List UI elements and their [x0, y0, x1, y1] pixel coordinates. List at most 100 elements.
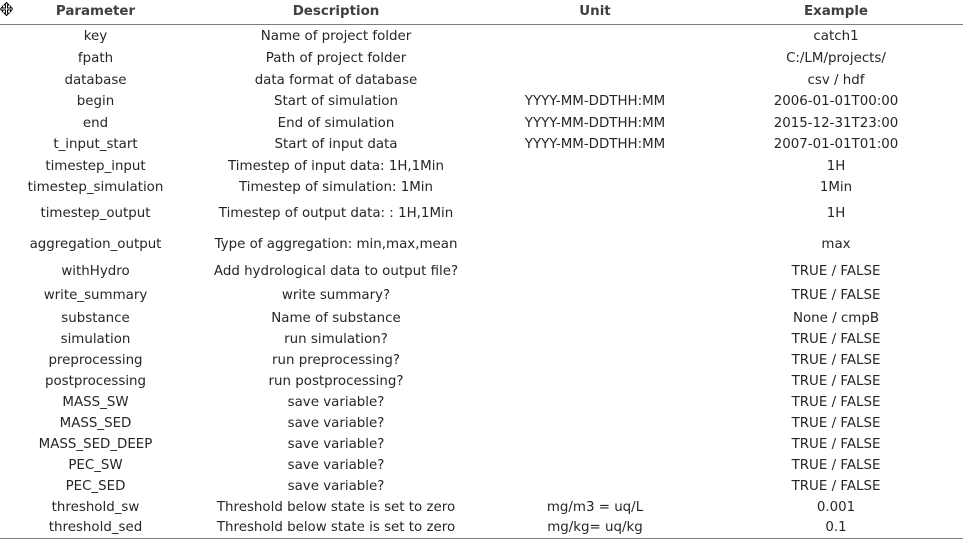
- cell-parameter: timestep_input: [45, 158, 146, 174]
- cell-unit: [481, 177, 709, 198]
- table-row: preprocessing run preprocessing? TRUE / FA…: [0, 350, 963, 371]
- cell-example: 1Min: [819, 179, 853, 195]
- cell-parameter: preprocessing: [48, 352, 143, 368]
- cell-description: Start of input data: [274, 137, 398, 153]
- cell-unit: [481, 434, 709, 455]
- cell-parameter: substance: [61, 310, 130, 326]
- cell-example: TRUE / FALSE: [791, 373, 881, 389]
- cell-unit: [481, 392, 709, 413]
- cell-description: run preprocessing?: [272, 352, 400, 368]
- table-row: MASS_SED_DEEP save variable? TRUE / FALSE: [0, 434, 963, 455]
- cell-parameter: timestep_output: [40, 205, 151, 221]
- cell-unit: YYYY-MM-DDTHH:MM: [524, 137, 666, 153]
- cell-example: TRUE / FALSE: [791, 331, 881, 347]
- table-row: MASS_SW save variable? TRUE / FALSE: [0, 392, 963, 413]
- cell-example: TRUE / FALSE: [791, 415, 881, 431]
- table-row: withHydro Add hydrological data to output…: [0, 260, 963, 284]
- cell-parameter: MASS_SED: [59, 415, 132, 431]
- cell-description: Path of project folder: [265, 51, 407, 67]
- cell-description: save variable?: [287, 436, 385, 452]
- cell-unit: YYYY-MM-DDTHH:MM: [524, 115, 666, 131]
- cell-unit: YYYY-MM-DDTHH:MM: [524, 94, 666, 110]
- cell-unit: [481, 413, 709, 434]
- cell-example: 1H: [826, 158, 846, 174]
- cell-example: max: [821, 236, 851, 252]
- cell-unit: [481, 350, 709, 371]
- cell-example: TRUE / FALSE: [791, 478, 881, 494]
- cell-example: 2006-01-01T00:00: [773, 94, 899, 110]
- cell-example: TRUE / FALSE: [791, 264, 881, 279]
- cell-parameter: PEC_SED: [65, 478, 126, 494]
- cell-parameter: database: [64, 72, 127, 88]
- table-row: key Name of project folder catch1: [0, 24, 963, 48]
- cell-description: Type of aggregation: min,max,mean: [214, 236, 458, 252]
- table-row: timestep_output Timestep of output data: …: [0, 198, 963, 229]
- cell-example: TRUE / FALSE: [791, 394, 881, 410]
- table-row: aggregation_output Type of aggregation: m…: [0, 229, 963, 260]
- cell-example: 2015-12-31T23:00: [773, 115, 899, 131]
- column-header-description: Description: [191, 0, 481, 25]
- cell-parameter: postprocessing: [44, 373, 147, 389]
- cell-parameter: PEC_SW: [68, 457, 123, 473]
- cell-parameter: write_summary: [43, 288, 148, 303]
- cell-description: Threshold below state is set to zero: [216, 499, 456, 515]
- cell-unit: mg/kg= uq/kg: [481, 517, 709, 539]
- cell-example: 0.001: [816, 499, 856, 515]
- cell-unit: [481, 476, 709, 497]
- cell-description: Timestep of simulation: 1Min: [238, 179, 433, 195]
- cell-parameter: fpath: [77, 51, 114, 67]
- cell-parameter: threshold_sed: [0, 517, 191, 539]
- cell-description: save variable?: [287, 394, 385, 410]
- cell-example: csv / hdf: [807, 72, 865, 88]
- cell-parameter: MASS_SW: [62, 394, 129, 410]
- cell-example: TRUE / FALSE: [791, 436, 881, 452]
- table-row: threshold_sw Threshold below state is set…: [0, 497, 963, 518]
- cell-parameter: threshold_sw: [51, 499, 140, 515]
- cell-unit: [481, 260, 709, 284]
- table-row: simulation run simulation? TRUE / FALSE: [0, 329, 963, 350]
- cell-description: Timestep of output data: : 1H,1Min: [218, 205, 454, 221]
- cell-description: Start of simulation: [274, 94, 398, 110]
- cell-unit: [481, 455, 709, 476]
- cell-parameter: simulation: [60, 331, 131, 347]
- cell-example: C:/LM/projects/: [786, 51, 886, 67]
- cell-example: 0.1: [709, 517, 963, 539]
- column-header-parameter: Parameter: [0, 0, 191, 25]
- cell-description: End of simulation: [277, 115, 395, 131]
- cell-example: TRUE / FALSE: [791, 288, 881, 303]
- table-row: fpath Path of project folder C:/LM/project…: [0, 48, 963, 70]
- cell-parameter: MASS_SED_DEEP: [38, 436, 153, 452]
- cell-description: Name of project folder: [260, 28, 412, 44]
- table-row: t_input_start Start of input data YYYY-MM-…: [0, 134, 963, 156]
- cell-description: Add hydrological data to output file?: [213, 264, 459, 279]
- cell-unit: [481, 371, 709, 392]
- cell-unit: mg/m3 = uq/L: [546, 499, 644, 515]
- cell-unit: [481, 284, 709, 308]
- cell-description: Threshold below state is set to zero: [191, 517, 481, 539]
- cell-unit: [481, 24, 709, 48]
- cell-description: Name of substance: [271, 310, 401, 326]
- cell-example: catch1: [813, 28, 859, 44]
- cell-parameter: t_input_start: [53, 137, 138, 153]
- cell-parameter: withHydro: [61, 264, 130, 279]
- cell-parameter: key: [83, 28, 108, 44]
- cell-example: None / cmpB: [792, 310, 880, 326]
- cell-description: run simulation?: [284, 331, 388, 347]
- cell-unit: [481, 229, 709, 260]
- table-row: substance Name of substance None / cmpB: [0, 308, 963, 329]
- column-header-example: Example: [709, 0, 963, 25]
- table-header-row: Parameter Description Unit Example: [0, 0, 963, 25]
- cell-example: TRUE / FALSE: [791, 352, 881, 368]
- cell-example: TRUE / FALSE: [791, 457, 881, 473]
- cell-unit: [481, 308, 709, 329]
- cell-parameter: aggregation_output: [29, 236, 162, 252]
- cell-unit: [481, 329, 709, 350]
- cell-example: 1H: [826, 205, 846, 221]
